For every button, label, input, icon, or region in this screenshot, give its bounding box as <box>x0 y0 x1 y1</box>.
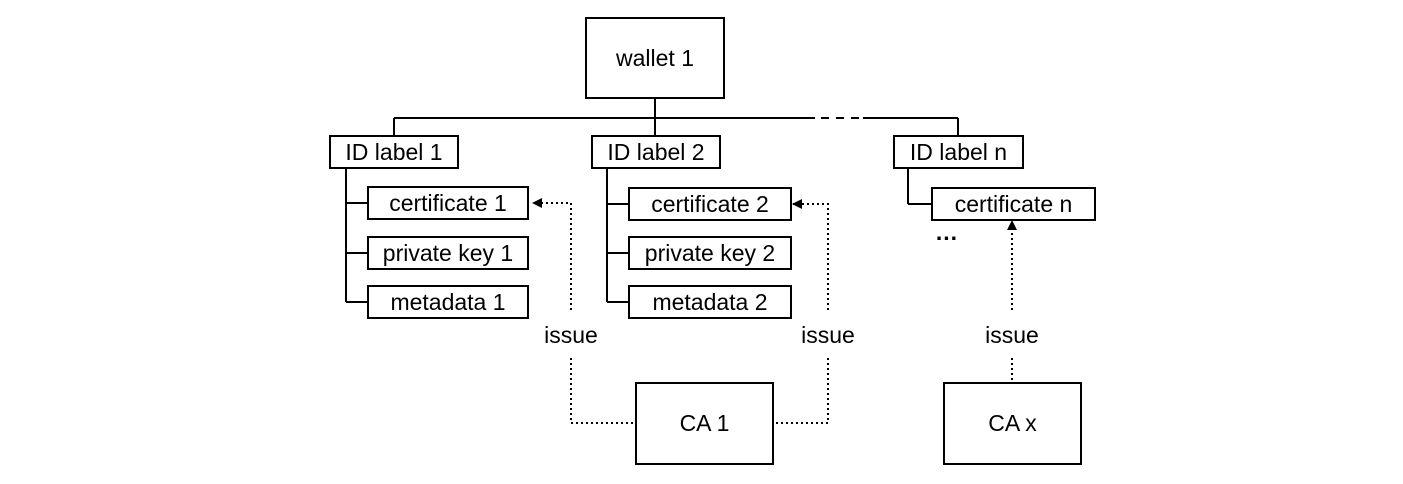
ca1-link-right <box>773 358 829 424</box>
ca-x-box: CA x <box>943 382 1082 465</box>
issue-label-3: issue <box>977 320 1047 350</box>
issue-arrow-cert1 <box>532 198 572 310</box>
certificate-n: certificate n <box>931 187 1096 221</box>
more-items-ellipsis: ... <box>935 219 959 245</box>
ca1-link-left <box>570 358 636 424</box>
issue-label-2: issue <box>793 320 863 350</box>
id-label-n: ID label n <box>893 135 1024 169</box>
metadata-2: metadata 2 <box>628 285 792 319</box>
ca-1-box: CA 1 <box>635 382 774 465</box>
certificate-1: certificate 1 <box>367 186 529 220</box>
private-key-2: private key 2 <box>628 236 792 270</box>
id-label-2: ID label 2 <box>591 135 721 169</box>
issue-arrow-cert2 <box>792 199 829 310</box>
private-key-1: private key 1 <box>367 236 529 270</box>
certificate-2: certificate 2 <box>628 187 792 221</box>
id-label-1: ID label 1 <box>329 135 459 169</box>
metadata-1: metadata 1 <box>367 285 529 319</box>
wallet-box: wallet 1 <box>585 17 725 99</box>
issue-label-1: issue <box>536 320 606 350</box>
